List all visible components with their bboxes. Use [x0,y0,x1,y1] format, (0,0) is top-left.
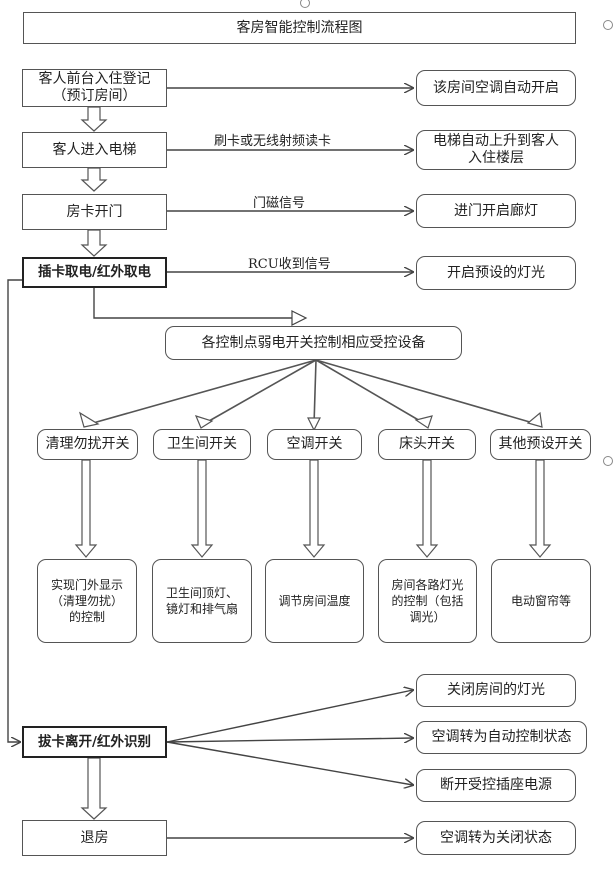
door-signal-label: 门磁信号 [253,196,306,211]
connector-dot-right-1 [603,20,613,30]
switch-ac: 空调开关 [267,429,362,460]
arrow-remove-ac [166,738,413,742]
result-corridor-light: 进门开启廊灯 [416,194,576,228]
effect-room-lighting: 房间各路灯光 的控制（包括 调光） [378,559,477,643]
result-ac-auto-mode: 空调转为自动控制状态 [416,721,587,754]
elevator-step: 客人进入电梯 [22,132,167,168]
door-step: 房卡开门 [22,194,167,230]
result-ac-auto-on: 该房间空调自动开启 [416,70,576,106]
connector-dot-top [300,0,310,8]
fan-arrow-2 [201,359,317,426]
switch-bathroom: 卫生间开关 [153,429,251,460]
checkin-step: 客人前台入住登记 （预订房间） [22,69,167,107]
switch-effect-arrows [74,459,552,558]
arrow-insert-center-path [93,288,296,319]
insert-card-step: 插卡取电/红外取电 [22,257,167,288]
remove-card-step: 拔卡离开/红外识别 [22,726,167,758]
connector-dot-right-2 [603,456,613,466]
effect-curtains: 电动窗帘等 [491,559,591,643]
effect-dnd-display: 实现门外显示 （清理勿扰） 的控制 [37,559,137,643]
down-arrow-door-insert [80,229,108,257]
down-arrow-elevator-door [80,167,108,192]
fan-arrow-1 [85,359,317,426]
down-arrow-checkin-elevator [80,106,108,132]
arrow-insert-to-remove [7,279,26,742]
result-lights-off: 关闭房间的灯光 [416,674,576,707]
checkout-step: 退房 [22,820,167,856]
switch-bedside: 床头开关 [378,429,476,460]
result-preset-light: 开启预设的灯光 [416,256,576,290]
swipe-label: 刷卡或无线射频读卡 [214,134,332,149]
arrow-insert-center-head [291,310,308,326]
rcu-signal-label: RCU收到信号 [248,257,331,272]
fan-arrow-3 [313,359,317,426]
result-ac-off: 空调转为关闭状态 [416,821,576,855]
arrow-remove-socket [166,741,413,785]
effect-bathroom-lights: 卫生间顶灯、 镜灯和排气扇 [152,559,252,643]
result-elevator-up: 电梯自动上升到客人 入住楼层 [416,130,576,170]
down-arrow-remove-checkout [80,757,108,820]
title-box: 客房智能控制流程图 [23,12,576,44]
switch-other: 其他预设开关 [490,429,591,460]
fan-arrow-4 [315,359,428,426]
result-socket-off: 断开受控插座电源 [416,769,576,802]
arrow-remove-lights [166,690,413,743]
effect-room-temp: 调节房间温度 [265,559,364,643]
center-control-node: 各控制点弱电开关控制相应受控设备 [165,326,462,360]
switch-dnd: 清理勿扰开关 [37,429,138,460]
fan-arrow-5 [315,359,541,426]
